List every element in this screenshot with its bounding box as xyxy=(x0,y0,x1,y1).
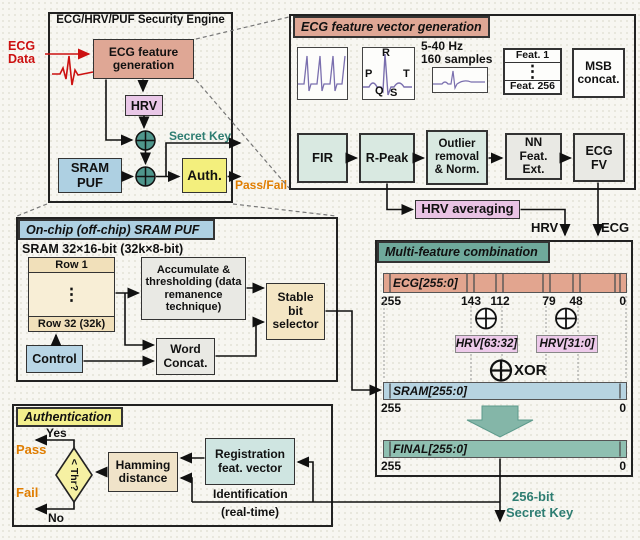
q-wave-label: Q xyxy=(375,85,384,97)
realtime-label: (real-time) xyxy=(221,505,280,519)
ecg-tick-79: 79 xyxy=(542,294,556,308)
yes-label: Yes xyxy=(46,426,67,440)
s-wave-label: S xyxy=(390,87,398,99)
feature-bottom-cell: Feat. 256 xyxy=(505,80,560,93)
pass-label: Pass xyxy=(16,442,47,457)
word-concat-box: Word Concat. xyxy=(156,338,215,375)
feature-ellipsis: ⋮ xyxy=(524,62,541,81)
pass-fail-label: Pass/Fail xyxy=(235,178,288,192)
ecg-tick-112: 112 xyxy=(490,294,510,308)
secret-key-out-line1: 256-bit xyxy=(512,489,554,504)
ecg-data-label: ECG Data xyxy=(8,39,36,67)
ecg-tick-255: 255 xyxy=(381,294,402,308)
feature-top-cell: Feat. 1 xyxy=(505,49,560,63)
sram-tick-255: 255 xyxy=(381,401,402,415)
ecg-feature-generation-box: ECG feature generation xyxy=(93,39,194,79)
stable-bit-selector-box: Stable bit selector xyxy=(266,283,325,340)
ecg-fvg-panel-title: ECG feature vector generation xyxy=(293,16,490,38)
multi-feature-panel-title: Multi-feature combination xyxy=(377,241,550,263)
auth-box: Auth. xyxy=(182,158,227,193)
sram-row32-cell: Row 32 (32k) xyxy=(29,316,114,331)
hrv-out-label: HRV xyxy=(531,220,559,235)
sram-row1-cell: Row 1 xyxy=(29,258,114,273)
filtered-beat-waveform-icon xyxy=(432,67,488,93)
sram-puf-panel-title: On-chip (off-chip) SRAM PUF xyxy=(18,219,215,240)
final-bit-bar: FINAL[255:0] xyxy=(383,440,627,458)
ecg-tick-143: 143 xyxy=(460,294,482,308)
authentication-panel-title: Authentication xyxy=(16,407,123,427)
identification-label: Identification xyxy=(213,487,288,501)
p-wave-label: P xyxy=(365,68,373,80)
no-label: No xyxy=(48,511,64,525)
secret-key-out-line2: Secret Key xyxy=(506,505,574,520)
r-wave-label: R xyxy=(382,47,390,59)
accumulate-thresholding-box: Accumulate & thresholding (data remanenc… xyxy=(141,257,246,320)
xor-legend-label: XOR xyxy=(514,362,547,379)
outlier-removal-box: Outlier removal & Norm. xyxy=(426,130,488,185)
fail-label: Fail xyxy=(16,485,39,500)
t-wave-label: T xyxy=(403,68,410,80)
sram-tick-0: 0 xyxy=(619,401,626,415)
feature-list-box: Feat. 1 ⋮ Feat. 256 xyxy=(503,48,562,95)
rpeak-box: R-Peak xyxy=(359,133,415,183)
pqrst-waveform-icon: R P Q S T xyxy=(362,47,415,100)
ecg-bit-bar: ECG[255:0] xyxy=(383,273,627,293)
registration-vector-box: Registration feat. vector xyxy=(205,438,295,485)
secret-key-label: Secret Key xyxy=(169,129,232,143)
ecg-strip-waveform-icon xyxy=(297,47,348,100)
sram-array-box: Row 1 ⋮ Row 32 (32k) xyxy=(28,257,115,332)
hrv-box: HRV xyxy=(125,95,163,116)
ecg-fv-box: ECG FV xyxy=(573,133,625,182)
hamming-distance-box: Hamming distance xyxy=(108,452,178,492)
control-box: Control xyxy=(26,345,83,373)
sram-puf-panel xyxy=(16,217,338,382)
sram-puf-box: SRAM PUF xyxy=(58,158,122,193)
fir-box: FIR xyxy=(297,133,348,183)
ecg-out-label: ECG xyxy=(601,220,630,235)
sram-bit-bar: SRAM[255:0] xyxy=(383,382,627,400)
sram-size-subtitle: SRAM 32×16-bit (32k×8-bit) xyxy=(22,242,184,256)
final-tick-0: 0 xyxy=(619,459,626,473)
nn-feat-ext-box: NN Feat. Ext. xyxy=(505,133,562,180)
ecg-tick-48: 48 xyxy=(569,294,583,308)
sram-rows-ellipsis: ⋮ xyxy=(63,285,80,304)
filter-spec-line1: 5-40 Hz xyxy=(421,39,464,53)
hrv-averaging-box: HRV averaging xyxy=(415,200,520,219)
threshold-diamond-label: < Thr? xyxy=(68,458,80,492)
ecg-fvg-panel xyxy=(289,14,636,190)
authentication-panel xyxy=(12,404,333,527)
ecg-tick-0: 0 xyxy=(619,294,626,308)
hrv-high-box: HRV[63:32] xyxy=(455,335,518,353)
msb-concat-box: MSB concat. xyxy=(572,48,625,98)
engine-panel-title: ECG/HRV/PUF Security Engine xyxy=(56,14,225,26)
filter-spec-line2: 160 samples xyxy=(421,52,493,66)
final-tick-255: 255 xyxy=(381,459,402,473)
hrv-low-box: HRV[31:0] xyxy=(536,335,598,353)
